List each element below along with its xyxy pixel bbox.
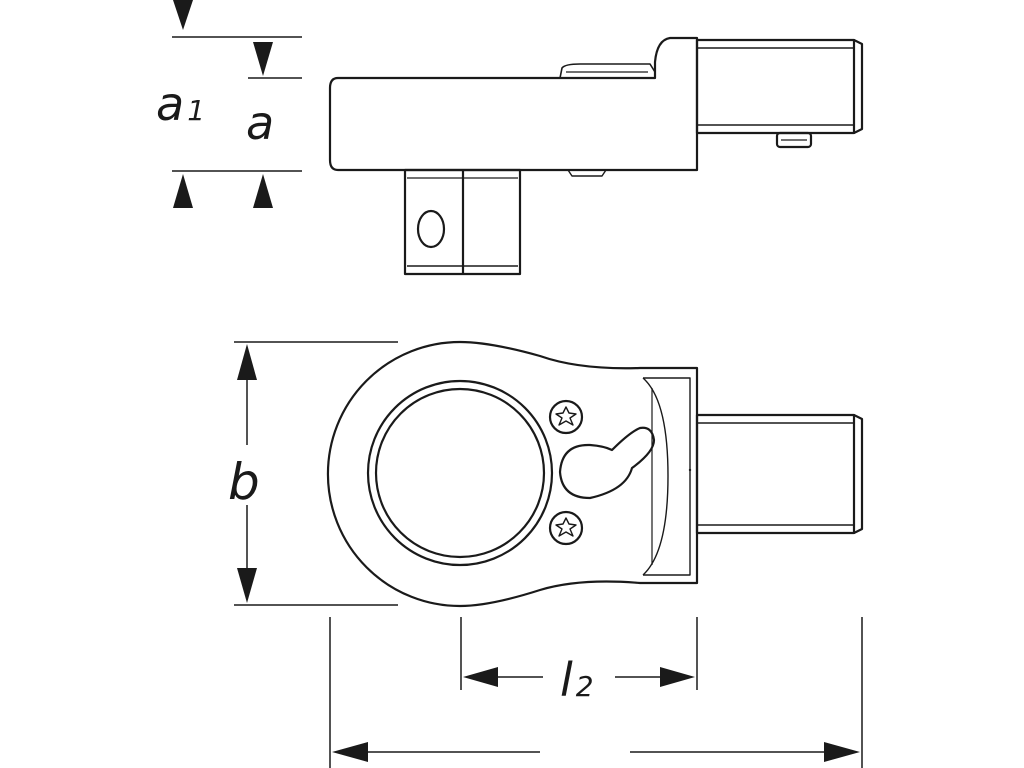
head-outline <box>326 340 699 608</box>
label-b: b <box>228 453 260 511</box>
l2-right-arrow <box>660 667 695 687</box>
l2-left-arrow <box>463 667 498 687</box>
b-top-arrow <box>237 344 257 380</box>
label-a: a <box>246 96 274 150</box>
overall-length-dimension <box>329 617 863 768</box>
retaining-pin <box>775 131 813 149</box>
overall-right-arrow <box>824 742 860 762</box>
drive-hole <box>416 209 446 249</box>
height-dimensions <box>172 0 302 208</box>
plan-view <box>326 340 864 608</box>
a1-bottom-arrow <box>173 174 193 208</box>
torx-screw-bottom <box>548 510 584 546</box>
insert-shaft <box>695 38 856 135</box>
side-view <box>328 36 864 276</box>
a-bottom-arrow <box>253 174 273 208</box>
head-body-outline <box>328 36 699 172</box>
ratchet-ring-inner <box>374 387 546 559</box>
a1-top-arrow <box>173 0 193 30</box>
torx-screw-top <box>548 399 584 435</box>
plan-insert-shaft <box>695 413 856 535</box>
lever-plate <box>559 63 656 79</box>
ratchet-ring-outer <box>366 379 554 567</box>
a-top-arrow <box>253 42 273 76</box>
overall-left-arrow <box>332 742 368 762</box>
reversing-lever <box>558 426 656 500</box>
l2-dimension <box>460 617 698 690</box>
b-dimension <box>234 341 398 606</box>
b-bottom-arrow <box>237 568 257 603</box>
